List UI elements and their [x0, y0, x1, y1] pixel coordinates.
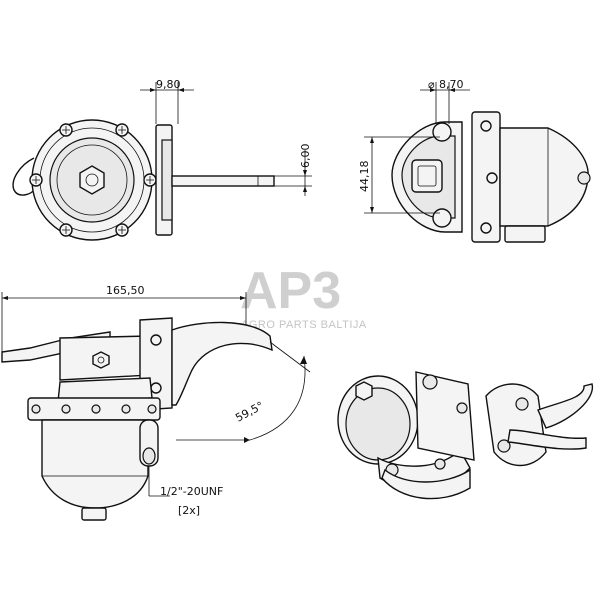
dim-hole-diameter-symbol: ⌀ — [428, 78, 435, 91]
dim-arm-thickness: 6,00 — [299, 144, 312, 169]
front-view: 9,80 6,00 — [12, 78, 312, 241]
dim-front-width: 9,80 — [156, 78, 181, 91]
front-bolts — [29, 123, 157, 237]
quantity-note: [2x] — [178, 504, 200, 517]
side-view: ⌀ 8,70 44,18 — [358, 78, 591, 243]
dim-overall-length: 165,50 — [106, 284, 145, 297]
elevation-view: 165,50 — [1, 284, 311, 521]
watermark: AP3 AGRO PARTS BALTIJA — [240, 262, 367, 331]
dim-flange-height: 44,18 — [358, 161, 371, 193]
watermark-logo: AP3 — [240, 262, 341, 320]
thread-note: 1/2"-20UNF — [160, 485, 223, 498]
elevation-bolts — [31, 404, 157, 414]
isometric-view — [337, 371, 594, 500]
dim-arm-angle: 59,5° — [233, 399, 266, 425]
dim-hole-diameter: 8,70 — [439, 78, 464, 91]
watermark-text: AGRO PARTS BALTIJA — [241, 319, 367, 331]
